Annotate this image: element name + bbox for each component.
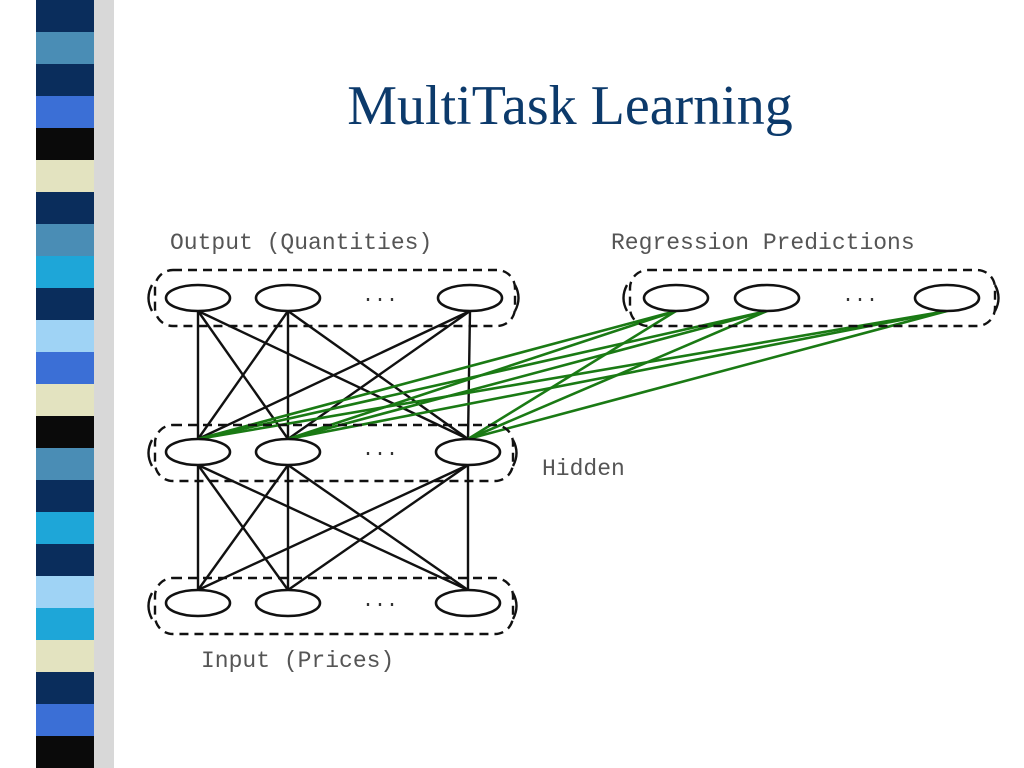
sidebar-stripe [36,352,94,385]
sidebar-stripe [36,416,94,449]
sidebar-stripe [36,448,94,481]
sidebar-stripe [36,256,94,289]
sidebar-shadow [92,0,114,768]
regression-hidden-edge [467,309,948,441]
input-node [164,588,232,618]
regression-edges [197,309,948,441]
output-node [254,283,322,313]
sidebar-stripe [36,64,94,97]
decorative-sidebar [36,0,114,768]
hidden-input-edge [197,463,469,592]
sidebar-stripe [36,672,94,705]
regression-group-box [628,268,997,328]
sidebar-stripe [36,32,94,65]
output-ellipsis: ... [362,285,398,308]
hidden-right-bracket [511,439,518,467]
hidden-layer: ... [147,423,518,483]
regression-hidden-edge [197,309,677,441]
regression-layer: ... [622,268,1000,328]
hidden-input-edge [287,464,469,591]
shared-network-edges [196,309,472,592]
sidebar-stripe [36,160,94,193]
input-ellipsis: ... [362,590,398,613]
input-left-bracket [147,592,154,620]
input-layer-label: Input (Prices) [201,648,394,674]
hidden-node [254,437,322,467]
hidden-group-box [153,423,515,483]
sidebar-stripe [36,512,94,545]
sidebar-stripe [36,128,94,161]
output-left-bracket [147,284,154,312]
sidebar-stripe [36,192,94,225]
input-right-bracket [511,592,518,620]
sidebar-stripe [36,224,94,257]
sidebar-stripe [36,544,94,577]
regression-layer-label: Regression Predictions [611,230,915,256]
regression-node [733,283,801,313]
regression-ellipsis: ... [842,285,878,308]
sidebar-stripe [36,0,94,33]
output-hidden-edge [466,310,472,440]
output-hidden-edge [197,309,471,441]
regression-hidden-edge [287,309,948,441]
sidebar-stripe [36,384,94,417]
output-node [436,283,504,313]
input-node [254,588,322,618]
hidden-ellipsis: ... [362,439,398,462]
sidebar-stripe [36,320,94,353]
sidebar-stripe [36,704,94,737]
output-layer-label: Output (Quantities) [170,230,432,256]
sidebar-stripe [36,736,94,768]
output-right-bracket [513,284,520,312]
output-layer: ... [147,268,520,328]
regression-node [913,283,981,313]
sidebar-stripe [36,576,94,609]
sidebar-stripe [36,480,94,513]
output-hidden-edge [197,310,289,440]
sidebar-stripe [36,608,94,641]
hidden-node [434,437,502,467]
regression-node [642,283,710,313]
input-group-box [153,576,515,636]
slide-title: MultiTask Learning [347,75,793,137]
sidebar-stripe [36,640,94,673]
regression-right-bracket [993,284,1000,312]
hidden-layer-label: Hidden [542,456,625,482]
input-node [434,588,502,618]
sidebar-stripe [36,288,94,321]
input-layer: ... [147,576,518,636]
hidden-left-bracket [147,439,154,467]
sidebar-stripe [36,96,94,129]
hidden-input-edge [197,464,289,591]
output-node [164,283,232,313]
regression-hidden-edge [197,309,768,441]
regression-hidden-edge [287,309,768,441]
regression-hidden-edge [197,309,948,441]
hidden-node [164,437,232,467]
output-group-box [153,268,517,328]
regression-left-bracket [622,284,629,312]
